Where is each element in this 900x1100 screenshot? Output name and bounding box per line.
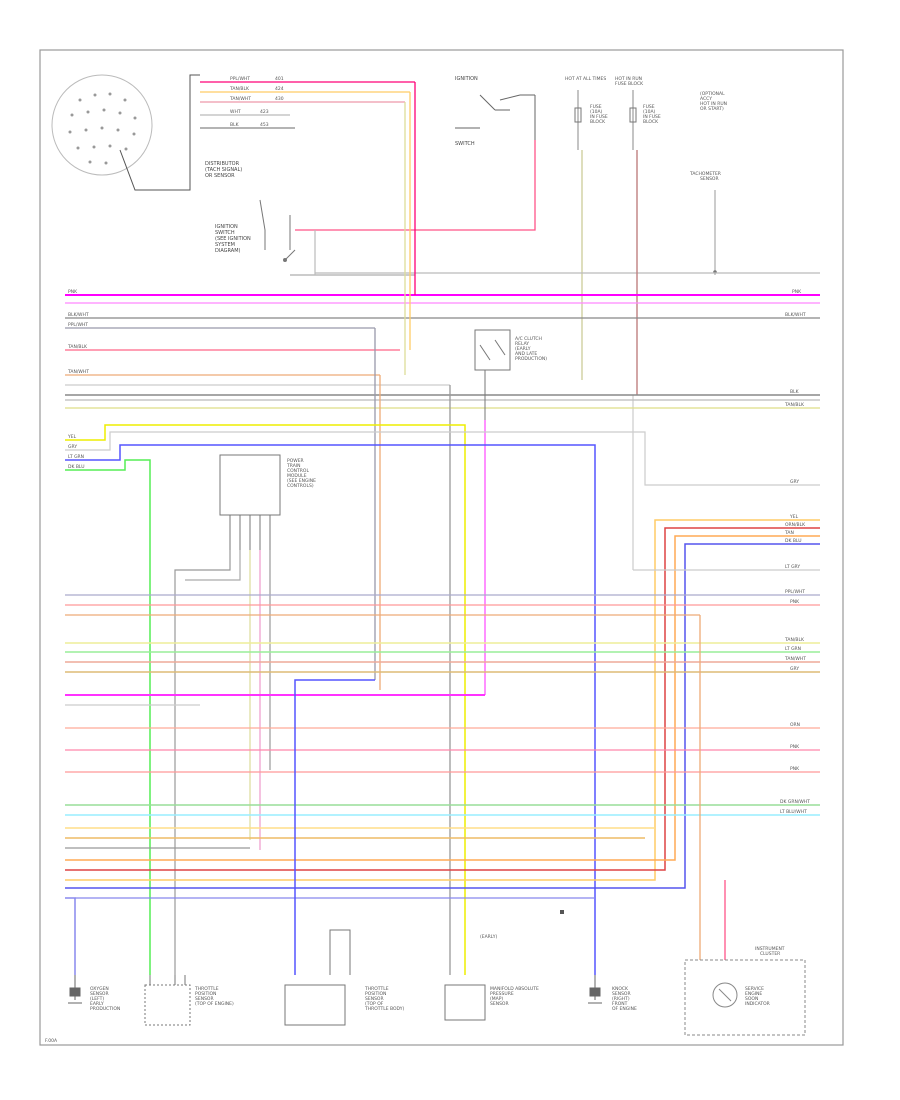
ignition-switch-label: IGNITION SWITCH (SEE IGNITION SYSTEM DIA… bbox=[215, 224, 252, 254]
right-bundle-tags: YEL ORN/BLK TAN DK BLU LT GRY bbox=[784, 514, 806, 570]
svg-text:453: 453 bbox=[260, 122, 269, 128]
bottom-component-4-label: MANIFOLD ABSOLUTE PRESSURE (MAP) SENSOR bbox=[490, 986, 540, 1007]
gauge-label: SERVICE ENGINE SOON INDICATOR bbox=[745, 986, 770, 1007]
footer-code: F.00A bbox=[45, 1038, 58, 1044]
note-mid: (EARLY) bbox=[480, 934, 497, 940]
top-note: (OPTIONAL ACCY HOT IN RUN OR START) bbox=[700, 91, 728, 112]
tachometer-label: TACHOMETER SENSOR bbox=[689, 171, 722, 182]
svg-text:TAN/WHT: TAN/WHT bbox=[229, 96, 251, 102]
note-mid-marker bbox=[560, 910, 564, 914]
svg-text:TAN/WHT: TAN/WHT bbox=[784, 656, 806, 662]
svg-text:GRY: GRY bbox=[790, 666, 799, 672]
ecm-module bbox=[219, 454, 281, 550]
svg-text:LT GRN: LT GRN bbox=[785, 646, 801, 652]
instrument-cluster-label: INSTRUMENT CLUSTER bbox=[755, 946, 786, 957]
svg-text:DK BLU: DK BLU bbox=[785, 538, 802, 544]
svg-text:BLK/WHT: BLK/WHT bbox=[785, 312, 806, 318]
svg-text:LT GRY: LT GRY bbox=[785, 564, 800, 570]
svg-text:TAN/BLK: TAN/BLK bbox=[67, 344, 88, 350]
svg-text:TAN: TAN bbox=[784, 530, 794, 536]
svg-text:PPL/WHT: PPL/WHT bbox=[230, 76, 250, 82]
svg-text:TAN/BLK: TAN/BLK bbox=[784, 402, 805, 408]
distributor-label: DISTRIBUTOR (TACH SIGNAL) OR SENSOR bbox=[205, 161, 244, 179]
distributor-wires bbox=[200, 81, 415, 129]
svg-text:424: 424 bbox=[275, 86, 284, 92]
bottom-component-1 bbox=[68, 975, 82, 1004]
svg-text:PPL/WHT: PPL/WHT bbox=[68, 322, 88, 328]
harness-lines bbox=[65, 594, 820, 975]
ecm-wires bbox=[174, 550, 271, 975]
svg-text:430: 430 bbox=[275, 96, 284, 102]
svg-text:BLK: BLK bbox=[230, 122, 240, 128]
bottom-component-5-label: KNOCK SENSOR (RIGHT) FRONT OF ENGINE bbox=[612, 986, 637, 1012]
fuse-panel-top-label: HOT AT ALL TIMES bbox=[565, 76, 606, 82]
right-bundle bbox=[65, 519, 820, 889]
svg-text:BLK: BLK bbox=[790, 389, 800, 395]
bottom-component-3 bbox=[284, 929, 351, 1026]
fuse-1 bbox=[574, 90, 583, 380]
svg-text:DK GRN/WHT: DK GRN/WHT bbox=[780, 799, 810, 805]
riser-wires bbox=[374, 82, 451, 975]
bottom-component-2 bbox=[144, 975, 191, 1026]
fuse-1-label: FUSE (10A) IN FUSE BLOCK bbox=[590, 104, 609, 125]
ecm-module-label: POWER TRAIN CONTROL MODULE (SEE ENGINE C… bbox=[286, 458, 317, 489]
bus-wires bbox=[65, 294, 820, 409]
svg-text:PNK: PNK bbox=[68, 289, 78, 295]
svg-text:YEL: YEL bbox=[789, 514, 799, 520]
svg-text:DK BLU: DK BLU bbox=[68, 464, 85, 470]
instrument-cluster bbox=[684, 959, 806, 1036]
svg-text:TAN/WHT: TAN/WHT bbox=[67, 369, 89, 375]
fuse-2 bbox=[629, 90, 637, 150]
diagram-border bbox=[39, 49, 844, 1046]
svg-text:ORN/BLK: ORN/BLK bbox=[785, 522, 806, 528]
bottom-component-1-label: OXYGEN SENSOR (LEFT) EARLY PRODUCTION bbox=[90, 986, 120, 1012]
svg-text:WHT: WHT bbox=[230, 109, 241, 115]
svg-text:YEL: YEL bbox=[67, 434, 77, 440]
fuse-panel-right-label: HOT IN RUN FUSE BLOCK bbox=[615, 76, 644, 87]
bottom-component-3-label: THROTTLE POSITION SENSOR (TOP OF THROTTL… bbox=[364, 986, 405, 1012]
ac-relay bbox=[474, 329, 511, 420]
bus-tags-left: PNK BLK/WHT PPL/WHT TAN/BLK TAN/WHT bbox=[67, 289, 89, 375]
mid-tags: YEL GRY LT GRN DK BLU GRY bbox=[67, 434, 799, 485]
bottom-component-2-label: THROTTLE POSITION SENSOR (TOP OF ENGINE) bbox=[194, 986, 234, 1007]
ignition-relay-sub: SWITCH bbox=[455, 141, 475, 147]
svg-text:ORN: ORN bbox=[790, 722, 800, 728]
svg-text:GRY: GRY bbox=[790, 479, 799, 485]
svg-text:PPL/WHT: PPL/WHT bbox=[785, 589, 805, 595]
svg-text:401: 401 bbox=[275, 76, 284, 82]
ignition-switch bbox=[259, 199, 415, 276]
bottom-component-5 bbox=[588, 975, 602, 1004]
svg-text:LT BLU/WHT: LT BLU/WHT bbox=[780, 809, 807, 815]
svg-text:PNK: PNK bbox=[790, 744, 800, 750]
fuse-2-label: FUSE (10A) IN FUSE BLOCK bbox=[643, 104, 662, 125]
svg-text:PNK: PNK bbox=[790, 599, 800, 605]
svg-text:GRY: GRY bbox=[68, 444, 77, 450]
ac-relay-label: A/C CLUTCH RELAY (EARLY AND LATE PRODUCT… bbox=[515, 336, 547, 362]
svg-text:423: 423 bbox=[260, 109, 269, 115]
svg-text:BLK/WHT: BLK/WHT bbox=[68, 312, 89, 318]
wire-blue-vertical bbox=[294, 679, 375, 975]
svg-text:TAN/BLK: TAN/BLK bbox=[229, 86, 250, 92]
svg-text:PNK: PNK bbox=[792, 289, 802, 295]
svg-text:PNK: PNK bbox=[790, 766, 800, 772]
mid-wires bbox=[65, 424, 820, 975]
ignition-relay-title: IGNITION bbox=[455, 76, 478, 82]
bus-tags-right: PNK BLK/WHT BLK TAN/BLK bbox=[784, 289, 806, 408]
harness-tags: PPL/WHT PNK TAN/BLK LT GRN TAN/WHT GRY O… bbox=[780, 589, 810, 815]
wire-pink-ign bbox=[295, 140, 536, 231]
svg-text:TAN/BLK: TAN/BLK bbox=[784, 637, 805, 643]
bottom-component-4 bbox=[444, 984, 486, 1021]
ignition-relay bbox=[455, 94, 536, 140]
svg-text:LT GRN: LT GRN bbox=[68, 454, 84, 460]
distributor-connector bbox=[51, 74, 200, 191]
